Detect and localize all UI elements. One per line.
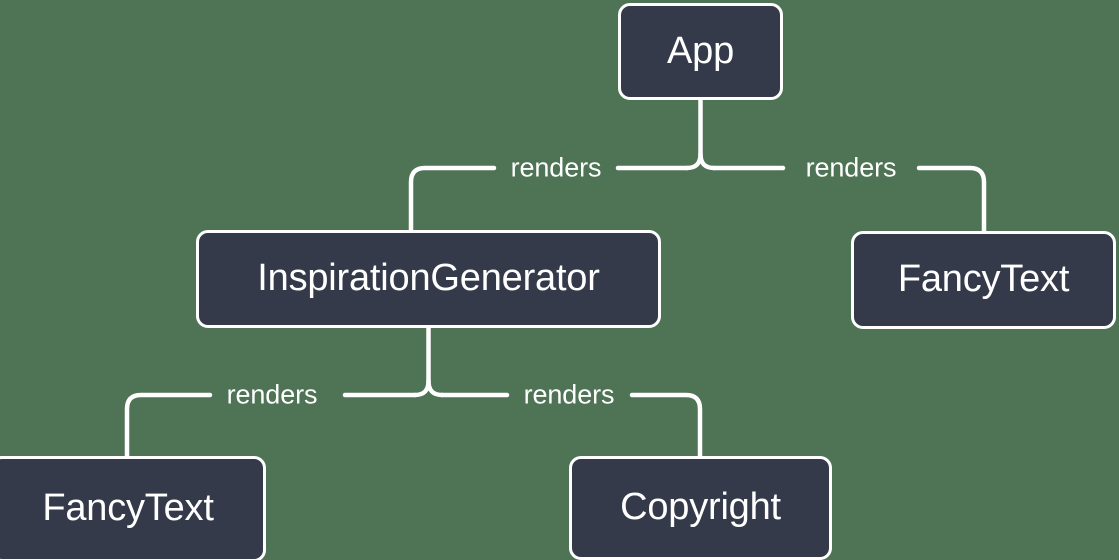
edge-app-trunk-right — [698, 151, 717, 171]
edge-app-trunk — [684, 97, 703, 171]
node-fancytext-right-label: FancyText — [897, 258, 1070, 300]
edge-app-fancytext-elbow — [916, 165, 987, 234]
edge-label-app-fancytext: renders — [805, 152, 897, 183]
edge-label-inspiration-fancytext: renders — [226, 379, 318, 410]
edge-label-app-inspiration: renders — [510, 152, 602, 183]
node-fancytext-bottom-left-label: FancyText — [42, 487, 214, 529]
node-fancytext-right[interactable]: FancyText — [851, 231, 1116, 329]
edge-inspiration-copyright-elbow — [629, 392, 703, 459]
node-fancytext-bottom-left[interactable]: FancyText — [0, 456, 266, 560]
node-inspirationgenerator[interactable]: InspirationGenerator — [196, 230, 661, 328]
node-app-label: App — [666, 29, 734, 72]
edge-inspiration-trunk — [412, 325, 431, 398]
node-inspirationgenerator-label: InspirationGenerator — [257, 257, 600, 299]
node-copyright-label: Copyright — [620, 486, 781, 528]
edge-app-inspiration-elbow — [408, 165, 497, 233]
node-copyright[interactable]: Copyright — [569, 456, 832, 560]
edge-inspiration-fancytext-elbow — [124, 392, 213, 459]
node-app[interactable]: App — [618, 3, 783, 100]
edge-label-inspiration-copyright: renders — [523, 379, 615, 410]
edge-inspiration-trunk-right — [426, 378, 445, 398]
